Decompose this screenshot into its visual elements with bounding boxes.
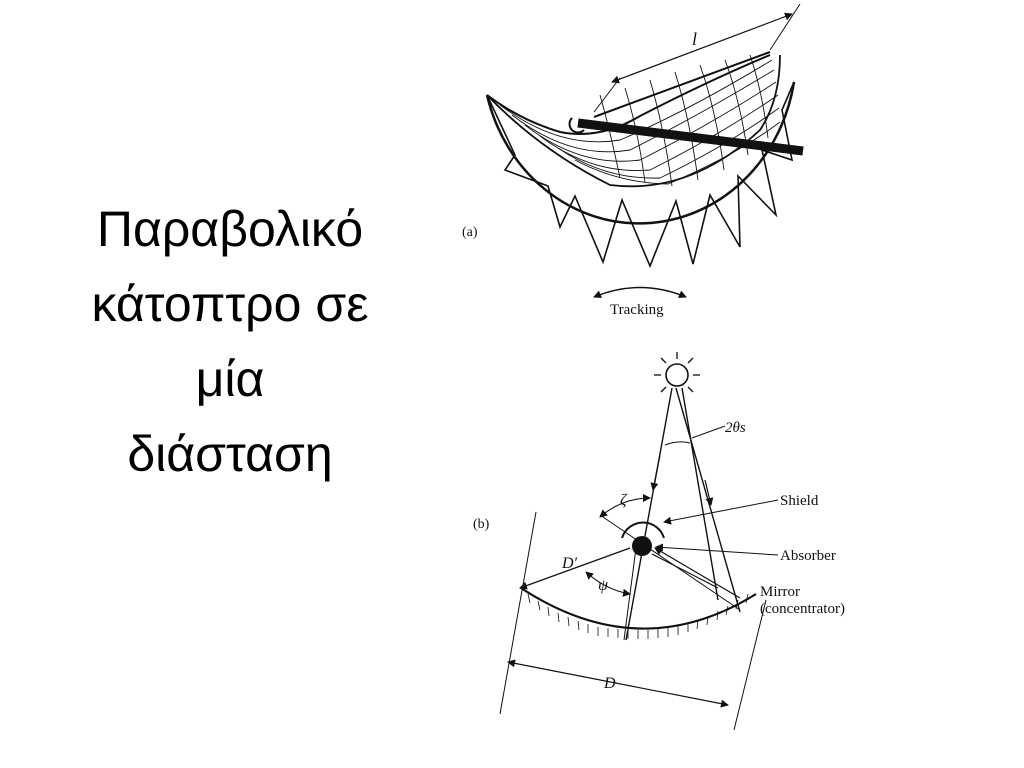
shield-label: Shield (780, 493, 819, 509)
d-label: D (603, 675, 616, 692)
psi-label: ψ (598, 577, 609, 594)
truss (486, 81, 795, 269)
angle-sun-label: 2θs (725, 420, 746, 436)
absorber-tube (577, 118, 804, 156)
concentrator-label: (concentrator) (760, 601, 845, 617)
slide-title: Παραβολικό κάτοπτρο σε μία διάσταση (40, 192, 420, 492)
panel-label-a: (a) (462, 225, 478, 240)
cross-section-diagram (499, 352, 779, 731)
length-label: l (692, 29, 697, 49)
trough-diagram (485, 3, 804, 299)
absorber (632, 536, 652, 556)
title-line-2: κάτοπτρο σε (91, 276, 369, 332)
title-line-4: διάσταση (127, 426, 333, 482)
aperture-dimension (507, 659, 729, 708)
tube-end (568, 117, 585, 134)
tracking-label: Tracking (610, 302, 664, 318)
d-prime-label: D′ (561, 555, 578, 572)
trough-rim (593, 51, 771, 118)
mirror-hatching (527, 593, 749, 639)
tracking-arrow (593, 286, 687, 299)
panel-label-b: (b) (473, 517, 490, 532)
shield (621, 521, 665, 539)
trough-hatching (499, 54, 781, 187)
sun-icon (665, 363, 689, 387)
mirror (520, 587, 757, 630)
mirror-label: Mirror (760, 584, 800, 600)
zeta-label: ζ (620, 492, 628, 509)
sun-rays (654, 352, 700, 393)
trough-inner-curve (486, 54, 781, 188)
length-dimension (611, 12, 793, 84)
title-line-3: μία (195, 351, 265, 407)
title-line-1: Παραβολικό (96, 201, 364, 257)
absorber-label: Absorber (780, 548, 836, 564)
